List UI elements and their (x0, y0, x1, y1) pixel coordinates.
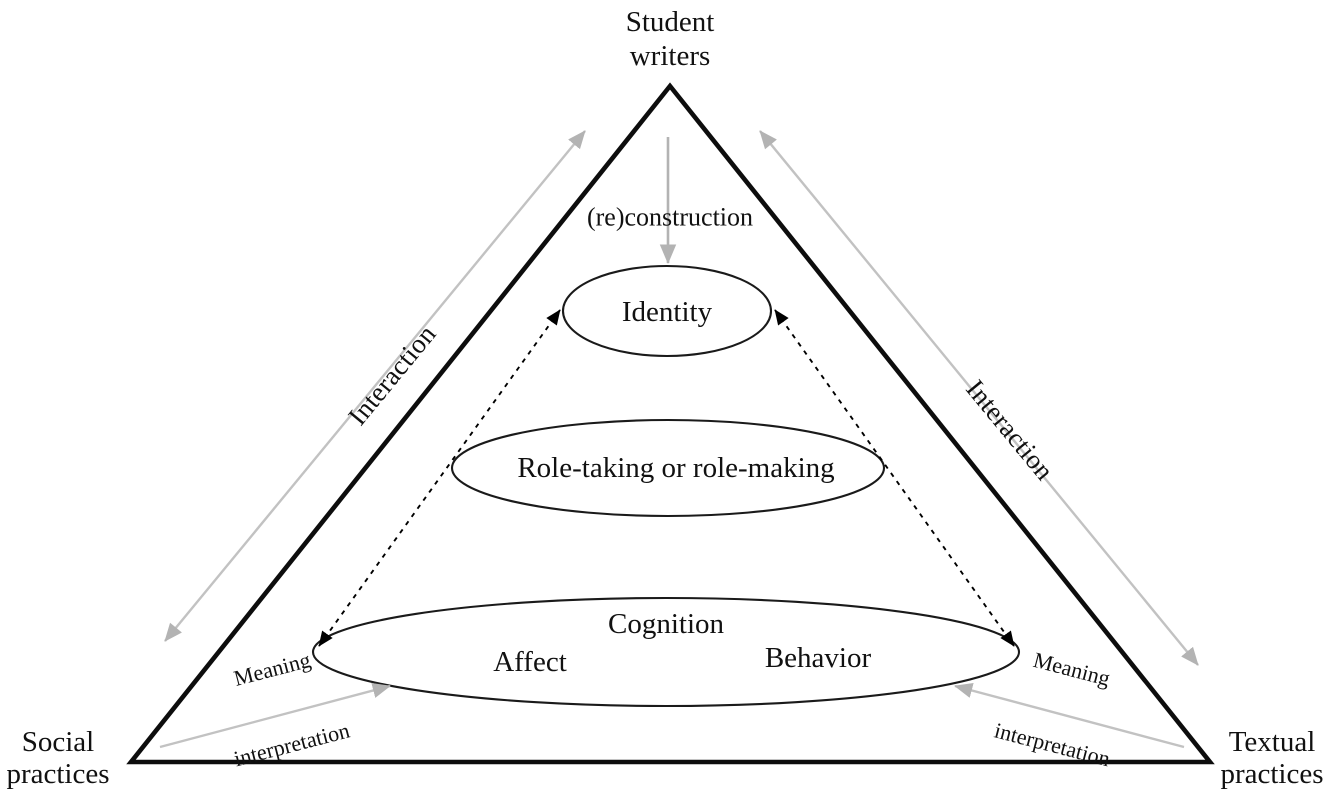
dashed-link-right (774, 309, 1015, 647)
apex-label: Student writers (625, 6, 715, 72)
role-label: Role-taking or role-making (517, 451, 835, 484)
meaning-interpretation-right-arrow (954, 683, 1185, 749)
meaning-left-line1: Meaning (231, 646, 314, 691)
meaning-right-line2: interpretation (991, 717, 1113, 772)
cognition-label: Cognition (607, 607, 725, 640)
meaning-left-line2: interpretation (231, 717, 353, 772)
meaning-right-line1: Meaning (1030, 646, 1113, 691)
bottom-right-vertex-label: Textual practices (1220, 726, 1324, 791)
behavior-label: Behavior (764, 641, 872, 674)
meaning-interpretation-left-arrow (159, 683, 391, 749)
affect-label: Affect (493, 645, 567, 678)
bottom-left-vertex-label: Social practices (6, 726, 110, 791)
reconstruction-label: (re)construction (586, 202, 754, 232)
identity-label: Identity (621, 295, 713, 328)
